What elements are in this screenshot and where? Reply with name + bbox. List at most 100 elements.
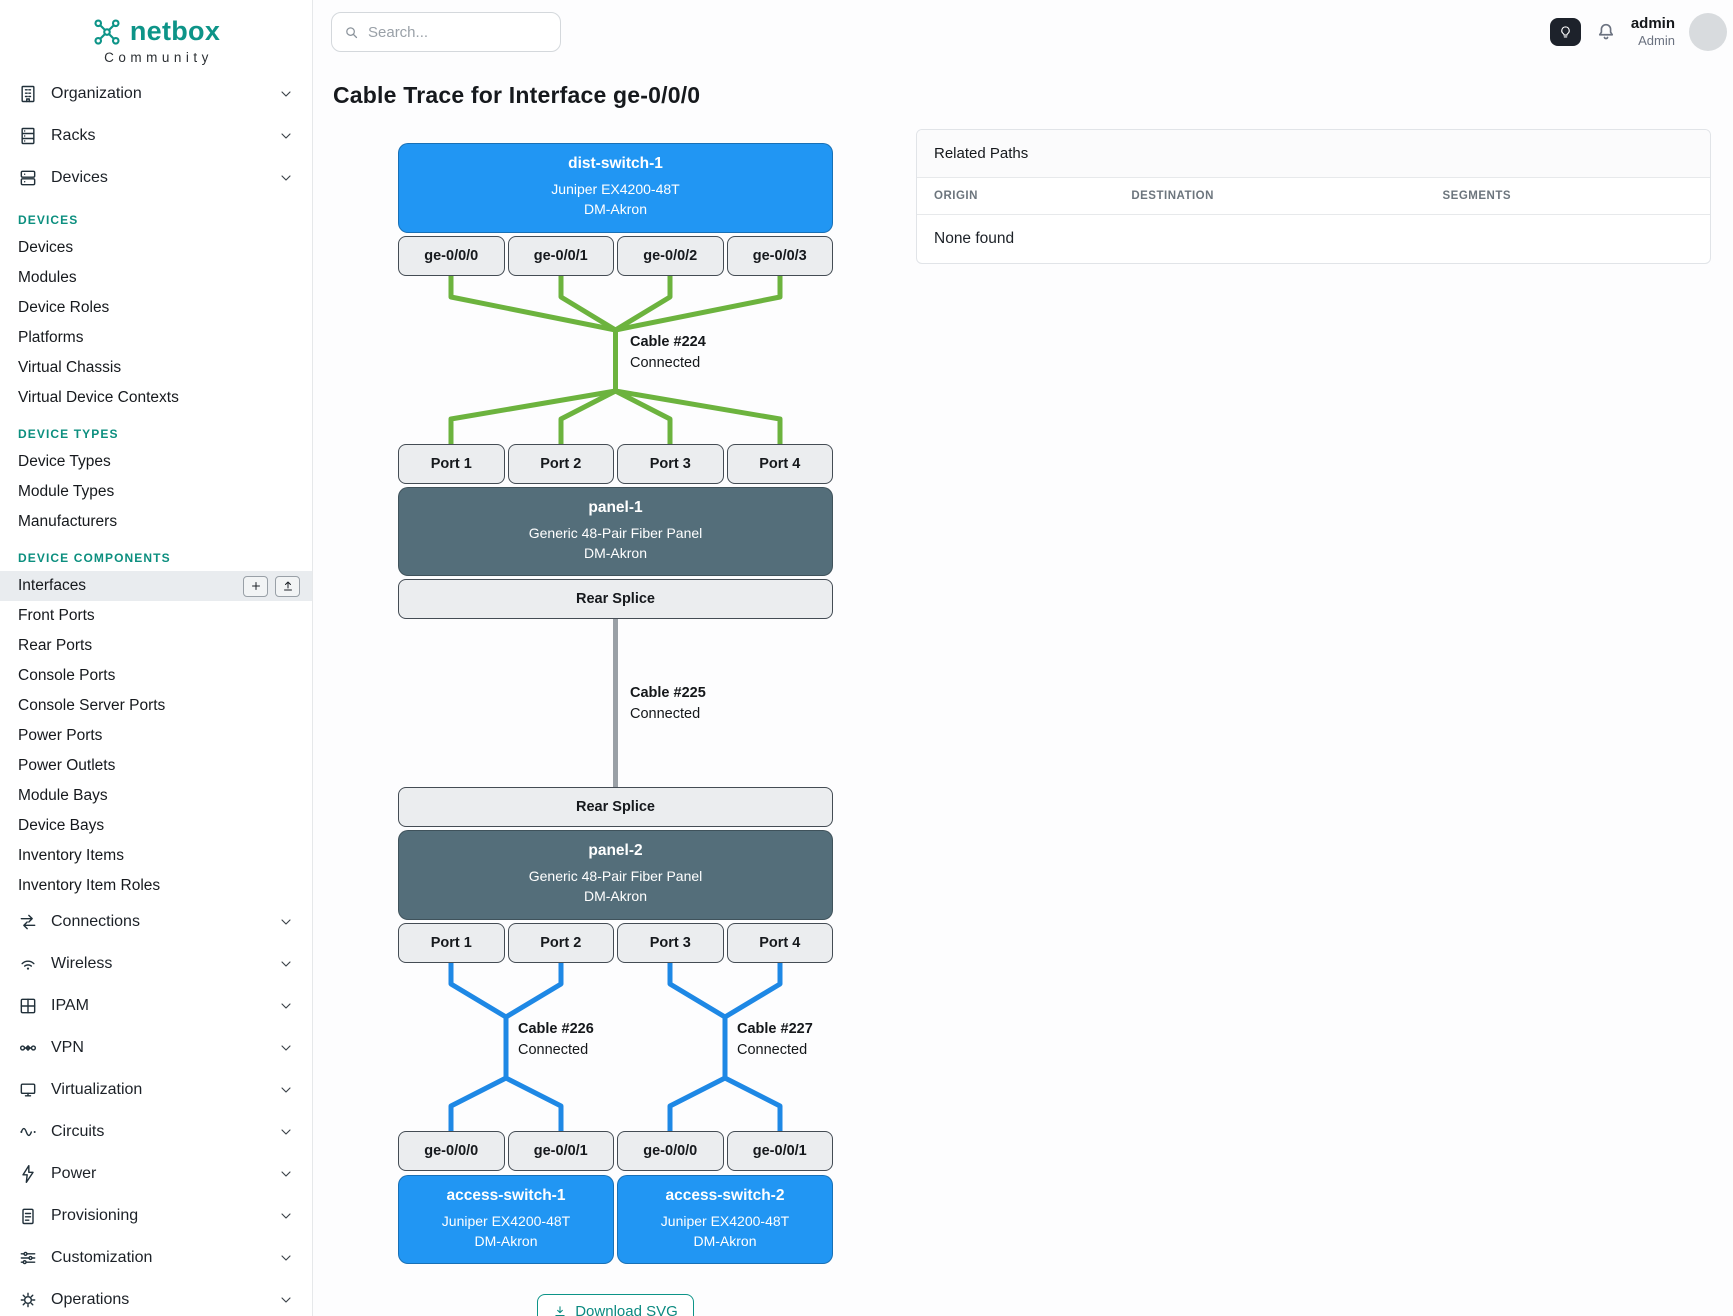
- main-content: admin Admin Cable Trace for Interface ge…: [313, 0, 1733, 1316]
- sidebar-item-devices[interactable]: Devices: [0, 157, 312, 199]
- sidebar-item-device-types[interactable]: Device Types: [18, 453, 111, 470]
- search-input[interactable]: [368, 23, 548, 41]
- chevron-down-icon: [278, 1166, 294, 1182]
- user-menu[interactable]: admin Admin: [1631, 15, 1675, 49]
- sidebar-item-power[interactable]: Power: [0, 1153, 312, 1195]
- sidebar-item-interfaces[interactable]: Interfaces: [0, 571, 312, 601]
- sidebar-item-modules[interactable]: Modules: [18, 269, 77, 286]
- sidebar-item-wireless[interactable]: Wireless: [0, 943, 312, 985]
- sidebar-item-front-ports[interactable]: Front Ports: [18, 607, 95, 624]
- nav-group-label: Racks: [51, 127, 96, 144]
- sidebar-item-rear-ports[interactable]: Rear Ports: [18, 637, 93, 654]
- avatar[interactable]: [1689, 13, 1727, 51]
- sidebar-item-customization[interactable]: Customization: [0, 1237, 312, 1279]
- chevron-down-icon: [278, 86, 294, 102]
- sidebar-item-inventory-item-roles[interactable]: Inventory Item Roles: [18, 877, 161, 894]
- trace-device-panel-2[interactable]: panel-2 Generic 48-Pair Fiber Panel DM-A…: [398, 830, 833, 920]
- nav-group-label: Operations: [51, 1291, 130, 1308]
- bolt-icon: [18, 1164, 38, 1184]
- sidebar-item-module-bays[interactable]: Module Bays: [18, 787, 108, 804]
- front-port-chip[interactable]: Port 4: [726, 922, 833, 963]
- sidebar-item-devices-list[interactable]: Devices: [18, 239, 74, 256]
- sidebar-item-virtual-device-contexts[interactable]: Virtual Device Contexts: [18, 389, 179, 406]
- chevron-down-icon: [278, 170, 294, 186]
- network-nodes-icon: [18, 1038, 38, 1058]
- nav-group-label: Wireless: [51, 955, 113, 972]
- interface-chip[interactable]: ge-0/0/0: [398, 1130, 505, 1171]
- cable-status: Connected: [630, 706, 701, 723]
- rear-port-chip[interactable]: Rear Splice: [398, 787, 833, 828]
- sidebar-item-console-ports[interactable]: Console Ports: [18, 667, 116, 684]
- cable-227-label[interactable]: Cable #227 Connected: [737, 1021, 813, 1058]
- sidebar-item-organization[interactable]: Organization: [0, 73, 312, 115]
- sidebar-item-device-roles[interactable]: Device Roles: [18, 299, 110, 316]
- front-port-chip[interactable]: Port 4: [726, 443, 833, 484]
- interface-chip[interactable]: ge-0/0/0: [398, 235, 505, 276]
- download-svg-button[interactable]: Download SVG: [537, 1294, 694, 1316]
- interface-chip[interactable]: ge-0/0/1: [507, 1130, 614, 1171]
- lightbulb-icon: [1561, 25, 1570, 37]
- dark-mode-toggle-button[interactable]: [1549, 18, 1581, 46]
- device-model: Generic 48-Pair Fiber Panel: [528, 868, 703, 885]
- add-button[interactable]: [243, 575, 268, 597]
- sidebar-item-device-bays[interactable]: Device Bays: [18, 817, 105, 834]
- sidebar-item-vpn[interactable]: VPN: [0, 1027, 312, 1069]
- sidebar-item-power-ports[interactable]: Power Ports: [18, 727, 103, 744]
- chevron-down-icon: [278, 956, 294, 972]
- wave-icon: [18, 1122, 38, 1142]
- search-box[interactable]: [331, 12, 561, 52]
- trace-device-dist-switch-1[interactable]: dist-switch-1 Juniper EX4200-48T DM-Akro…: [398, 143, 833, 233]
- device-name: access-switch-1: [446, 1186, 566, 1204]
- sidebar-item-provisioning[interactable]: Provisioning: [0, 1195, 312, 1237]
- trace-device-access-switch-2[interactable]: access-switch-2 Juniper EX4200-48T DM-Ak…: [617, 1174, 833, 1265]
- brand-tagline: Community: [104, 50, 213, 65]
- interface-chip[interactable]: ge-0/0/2: [617, 235, 724, 276]
- rear-port-chip[interactable]: Rear Splice: [398, 579, 833, 620]
- interface-chip[interactable]: ge-0/0/3: [726, 235, 833, 276]
- sidebar-item-inventory-items[interactable]: Inventory Items: [18, 847, 124, 864]
- user-name: admin: [1630, 15, 1675, 33]
- trace-device-access-switch-1[interactable]: access-switch-1 Juniper EX4200-48T DM-Ak…: [398, 1174, 614, 1265]
- sidebar-item-platforms[interactable]: Platforms: [18, 329, 84, 346]
- sidebar-item-operations[interactable]: Operations: [0, 1279, 312, 1316]
- cable-224-label[interactable]: Cable #224 Connected: [630, 334, 706, 371]
- device-model: Juniper EX4200-48T: [551, 181, 680, 197]
- sidebar-item-module-types[interactable]: Module Types: [18, 483, 115, 500]
- cable-226-label[interactable]: Cable #226 Connected: [518, 1021, 594, 1058]
- front-port-chip[interactable]: Port 3: [617, 922, 724, 963]
- sidebar-item-virtual-chassis[interactable]: Virtual Chassis: [18, 359, 122, 376]
- interface-chip[interactable]: ge-0/0/1: [507, 235, 614, 276]
- sidebar-item-label: Interfaces: [18, 577, 87, 594]
- sidebar-item-connections[interactable]: Connections: [0, 901, 312, 943]
- sliders-icon: [18, 1248, 38, 1268]
- cable-225-label[interactable]: Cable #225 Connected: [630, 685, 706, 722]
- front-port-chip[interactable]: Port 1: [398, 922, 505, 963]
- trace-device-panel-1[interactable]: panel-1 Generic 48-Pair Fiber Panel DM-A…: [398, 486, 833, 577]
- front-port-chip[interactable]: Port 2: [507, 922, 614, 963]
- device-site: DM-Akron: [583, 201, 647, 218]
- front-port-chip[interactable]: Port 3: [617, 443, 724, 484]
- front-port-chip[interactable]: Port 1: [398, 443, 505, 484]
- import-button[interactable]: [275, 575, 300, 597]
- brand[interactable]: netbox Community: [0, 0, 312, 73]
- sidebar-item-console-server-ports[interactable]: Console Server Ports: [18, 697, 166, 714]
- front-port-chip[interactable]: Port 2: [507, 443, 614, 484]
- sidebar-item-ipam[interactable]: IPAM: [0, 985, 312, 1027]
- chevron-down-icon: [278, 128, 294, 144]
- related-paths-title: Related Paths: [917, 130, 1710, 178]
- interface-chip[interactable]: ge-0/0/1: [726, 1130, 833, 1171]
- sidebar-item-virtualization[interactable]: Virtualization: [0, 1069, 312, 1111]
- column-header-destination: DESTINATION: [1131, 190, 1214, 202]
- notifications-button[interactable]: [1595, 21, 1617, 43]
- sidebar-item-manufacturers[interactable]: Manufacturers: [18, 513, 118, 530]
- rack-icon: [18, 126, 38, 146]
- interface-chip[interactable]: ge-0/0/0: [617, 1130, 724, 1171]
- sidebar-item-circuits[interactable]: Circuits: [0, 1111, 312, 1153]
- cable-name: Cable #227: [737, 1020, 813, 1037]
- sidebar: netbox Community Organization Racks Devi…: [0, 0, 313, 1316]
- cable-224-fan: Cable #224 Connected: [398, 275, 833, 444]
- nav-group-label: Devices: [51, 169, 108, 186]
- sidebar-item-racks[interactable]: Racks: [0, 115, 312, 157]
- sidebar-item-power-outlets[interactable]: Power Outlets: [18, 757, 116, 774]
- nav-group-label: Organization: [51, 85, 142, 102]
